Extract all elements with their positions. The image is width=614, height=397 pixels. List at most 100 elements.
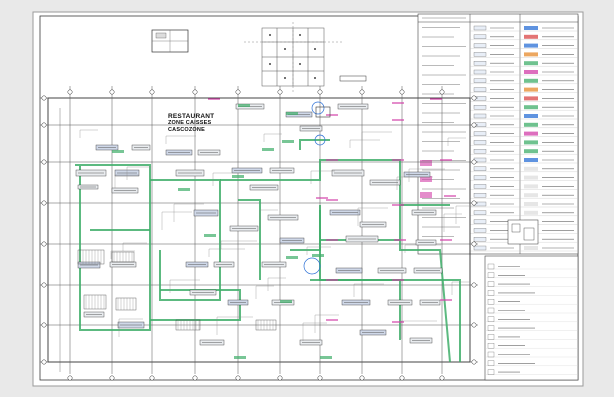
legend-symbol <box>473 69 487 75</box>
annotations <box>112 98 456 359</box>
legend-swatch <box>420 192 432 198</box>
grid-bubble <box>41 359 47 365</box>
legend-swatch <box>524 122 538 127</box>
legend-symbol <box>473 184 487 189</box>
legend-symbol <box>473 105 487 110</box>
grid-bubble <box>471 282 477 288</box>
grid-bubble <box>471 359 477 365</box>
grid-bubble <box>277 89 283 95</box>
legend-swatch <box>524 193 538 198</box>
legend-swatch <box>420 176 432 182</box>
title-block-rows <box>485 263 578 375</box>
legend-symbol <box>473 166 487 171</box>
legend-symbol <box>473 34 487 39</box>
plan-title: RESTAURANT ZONE CAISSES CASCOZONE <box>168 113 214 134</box>
title-row-symbol <box>487 316 495 322</box>
route <box>150 179 221 301</box>
legend-swatch <box>524 34 538 39</box>
legend-symbol <box>473 193 487 198</box>
legend-swatch <box>524 166 538 171</box>
legend-symbol <box>473 149 487 154</box>
legend-swatch <box>524 78 538 83</box>
route <box>75 164 151 331</box>
green-tag <box>320 356 332 359</box>
title-row-symbol <box>487 369 495 375</box>
legend-symbol <box>473 140 487 145</box>
legend-symbol <box>473 210 487 215</box>
green-tag <box>232 175 244 178</box>
title-block <box>484 255 579 381</box>
legend-swatch <box>524 105 538 110</box>
green-tag <box>178 188 190 191</box>
grid-bubble <box>399 375 405 381</box>
green-tag <box>280 300 292 303</box>
grid-dot <box>314 77 316 79</box>
grid-bubble <box>471 159 477 165</box>
legend-symbol <box>473 228 487 233</box>
green-tag <box>286 256 298 259</box>
legend-symbol <box>473 237 487 242</box>
legend-swatch <box>524 131 538 136</box>
grid-bubble <box>471 200 477 206</box>
legend-swatch <box>524 52 538 57</box>
grid-dot <box>299 63 301 65</box>
green-tag <box>282 140 294 143</box>
legend-swatch <box>524 149 538 154</box>
detail-box-left <box>151 29 189 53</box>
legend-swatch <box>524 184 538 189</box>
grid-bubble <box>41 159 47 165</box>
legend-swatch <box>524 43 538 48</box>
grid-bubble <box>41 200 47 206</box>
grid-bubble <box>41 282 47 288</box>
green-tag <box>204 234 216 237</box>
plan-title-line-2: ZONE CAISSES <box>168 120 212 126</box>
grid-bubble <box>235 89 241 95</box>
grid-bubble <box>471 322 477 328</box>
grid-bubble <box>399 89 405 95</box>
legend-swatch <box>524 210 538 215</box>
title-row-symbol <box>487 334 495 340</box>
legend-symbol <box>473 245 487 251</box>
legend-swatch <box>524 114 538 118</box>
legend-swatch <box>524 96 538 101</box>
legend-symbol <box>473 131 487 136</box>
grid-bubble <box>192 89 198 95</box>
grid-bubble <box>359 89 365 95</box>
detail-grid-top <box>244 22 342 92</box>
grid-bubble <box>471 122 477 128</box>
route <box>290 210 321 251</box>
legend-rows <box>420 17 578 252</box>
grid-bubble <box>41 322 47 328</box>
route <box>220 159 450 206</box>
blue-marker <box>314 134 326 146</box>
grid-bubble <box>439 375 445 381</box>
equipment-block <box>175 319 201 331</box>
stair-core <box>315 106 331 118</box>
title-row-symbol <box>487 290 495 296</box>
title-row-symbol <box>487 325 495 331</box>
detail-grid-dots <box>269 34 316 79</box>
legend-swatch <box>524 202 538 206</box>
legend-swatch <box>524 70 538 74</box>
green-tag <box>234 356 246 359</box>
grid-bubble <box>317 375 323 381</box>
route <box>310 279 461 362</box>
grid-bubble <box>439 89 445 95</box>
title-row-symbol <box>487 360 495 366</box>
legend-symbol <box>473 175 487 180</box>
equipment-block <box>115 297 137 311</box>
grid-dot <box>269 34 271 36</box>
legend-swatch <box>524 175 538 180</box>
legend-swatch <box>524 61 538 66</box>
legend-swatch <box>524 246 538 250</box>
grid-bubble <box>149 375 155 381</box>
route <box>399 205 451 363</box>
title-row-symbol <box>487 343 495 349</box>
grid-bubble <box>41 241 47 247</box>
green-tag <box>238 104 250 107</box>
grid-bubble <box>192 375 198 381</box>
legend-swatch <box>524 158 538 162</box>
grid-bubble <box>109 89 115 95</box>
